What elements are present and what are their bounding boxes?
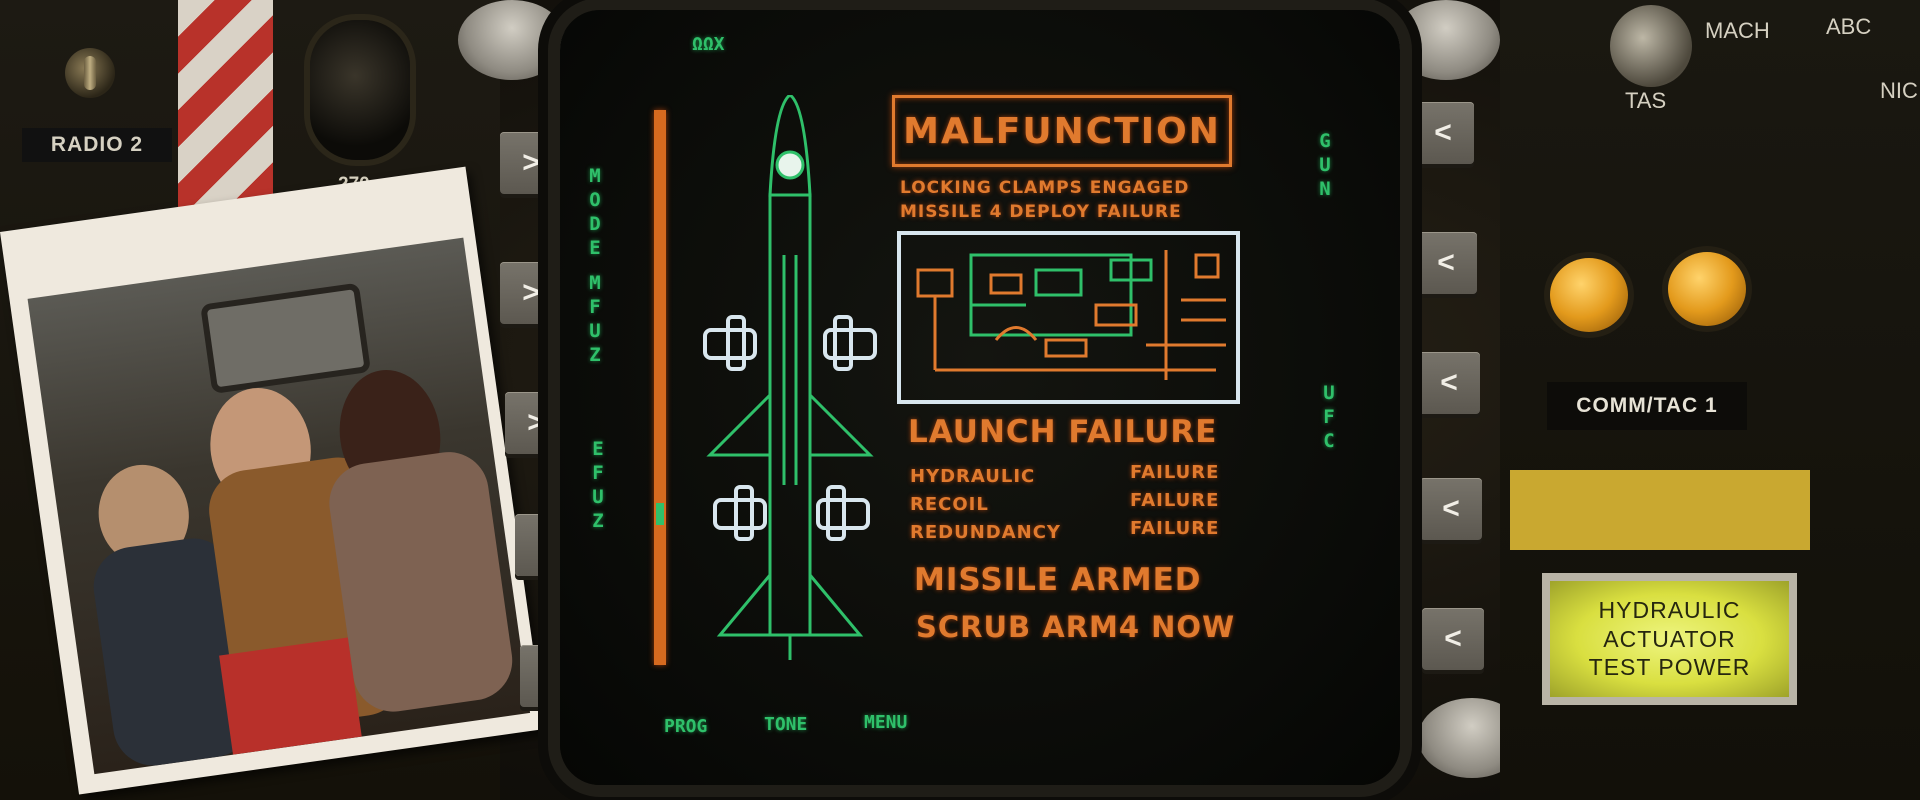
circuit-schematic-icon xyxy=(897,231,1240,404)
screen-top-label: ΩΩX xyxy=(692,34,725,55)
right-soft-button-2[interactable]: < xyxy=(1415,232,1477,294)
bezel-knob-top-left[interactable] xyxy=(458,0,566,80)
option-efuz[interactable]: EFUZ xyxy=(587,438,609,534)
failure-system-redundancy: REDUNDANCY xyxy=(910,522,1061,543)
option-menu[interactable]: MENU xyxy=(864,712,908,733)
left-soft-button-1[interactable]: > xyxy=(500,132,562,194)
right-soft-button-3[interactable]: < xyxy=(1418,352,1480,414)
failure-system-recoil: RECOIL xyxy=(910,494,989,515)
option-ufc[interactable]: UFC xyxy=(1318,382,1340,454)
option-tone[interactable]: TONE xyxy=(764,714,808,735)
failure-system-hydraulic: HYDRAULIC xyxy=(910,466,1036,487)
left-soft-button-3[interactable]: > xyxy=(505,392,567,454)
tas-label: TAS xyxy=(1625,88,1667,113)
bezel-knob-top-right[interactable] xyxy=(1392,0,1500,80)
mach-tas-toggle-switch[interactable] xyxy=(1610,5,1692,87)
launch-failure-title: LAUNCH FAILURE xyxy=(908,414,1218,450)
option-mfuz[interactable]: MFUZ xyxy=(584,272,606,368)
missile-schematic-icon xyxy=(703,95,877,660)
left-soft-button-2[interactable]: > xyxy=(500,262,562,324)
scrub-arm-alert: SCRUB ARM4 NOW xyxy=(916,610,1236,644)
malfunction-title: MALFUNCTION xyxy=(892,95,1232,167)
option-mode[interactable]: MODE xyxy=(584,165,606,261)
photo-window xyxy=(200,282,372,394)
failure-state-hydraulic: FAILURE xyxy=(1130,462,1220,483)
mach-label: MACH xyxy=(1705,18,1770,43)
photo-red-bag xyxy=(219,637,362,755)
lamp-line-1: HYDRAULIC xyxy=(1598,596,1741,623)
nic-label: NIC xyxy=(1880,78,1918,103)
failure-state-redundancy: FAILURE xyxy=(1130,518,1220,539)
abc-label: ABC xyxy=(1826,14,1872,39)
lamp-line-3: TEST POWER xyxy=(1588,654,1751,681)
status-line-deploy: MISSILE 4 DEPLOY FAILURE xyxy=(900,202,1182,222)
option-prog[interactable]: PROG xyxy=(664,716,708,737)
right-soft-button-5[interactable]: < xyxy=(1422,608,1484,670)
right-soft-button-1[interactable]: < xyxy=(1412,102,1474,164)
radio-label: RADIO 2 xyxy=(22,128,172,162)
amber-warning-light-right xyxy=(1668,252,1746,326)
rotary-knob[interactable] xyxy=(310,20,410,160)
right-soft-button-4[interactable]: < xyxy=(1420,478,1482,540)
lamp-line-2: ACTUATOR xyxy=(1603,625,1736,652)
photo-print xyxy=(0,166,545,795)
option-gun[interactable]: GUN xyxy=(1314,130,1336,202)
gauge-marker xyxy=(656,503,664,525)
hydraulic-actuator-test-button[interactable]: HYDRAULIC ACTUATOR TEST POWER xyxy=(1542,573,1797,705)
failure-state-recoil: FAILURE xyxy=(1130,490,1220,511)
yellow-strip xyxy=(1510,470,1810,550)
amber-warning-light-left xyxy=(1550,258,1628,332)
comm-tac-label: COMM/TAC 1 xyxy=(1547,382,1747,430)
vertical-gauge-bar xyxy=(654,110,666,665)
missile-armed-alert: MISSILE ARMED xyxy=(914,562,1202,598)
photo-image xyxy=(27,237,531,775)
mfd-screen: ΩΩX MODE MFUZ EFUZ GUN UFC PROG TONE MEN… xyxy=(560,10,1400,785)
left-console: RADIO 2 270 xyxy=(0,0,545,800)
radio-toggle-switch[interactable] xyxy=(65,48,115,98)
status-line-locking: LOCKING CLAMPS ENGAGED xyxy=(900,178,1190,198)
